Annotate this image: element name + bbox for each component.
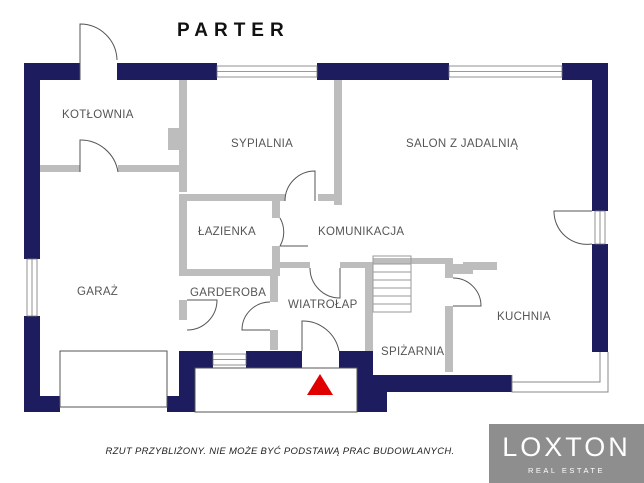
logo-name: LOXTON [502,432,631,462]
room-label-garaz: GARAŻ [77,285,118,298]
doors [79,23,593,352]
room-label-sypialnia: SYPIALNIA [231,138,293,150]
entrance-marker-icon [307,374,333,395]
loxton-logo: LOXTON REAL ESTATE [489,424,644,483]
room-label-spizarnia: SPIŻARNIA [381,345,444,358]
exterior-walls [24,63,608,412]
wall-corners [24,63,608,412]
interior-walls [40,80,497,372]
garage-door [59,350,168,408]
room-label-kuchnia: KUCHNIA [497,311,551,323]
staircase [372,255,412,313]
room-label-salon: SALON Z JADALNIĄ [406,138,518,150]
windows [26,65,606,366]
kitchen-bay-outline [511,352,609,393]
room-label-garderoba: GARDEROBA [190,287,266,299]
entrance-porch [194,367,358,413]
room-label-lazienka: ŁAZIENKA [198,226,256,238]
room-label-kotlownia: KOTŁOWNIA [62,109,134,121]
disclaimer-text: RZUT PRZYBLIŻONY. NIE MOŻE BYĆ PODSTAWĄ … [105,446,455,457]
floor-title: PARTER [177,20,290,41]
room-label-komunikacja: KOMUNIKACJA [318,226,404,238]
logo-subtitle: REAL ESTATE [528,466,605,475]
room-label-wiatrolap: WIATROŁAP [288,299,358,311]
